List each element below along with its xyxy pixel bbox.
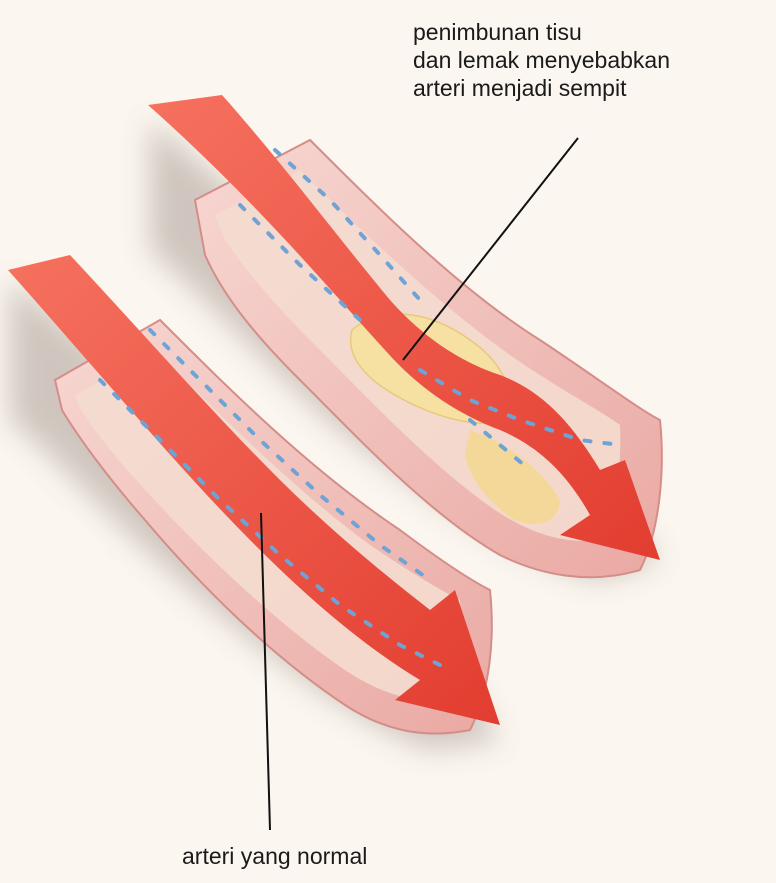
narrowed-label-line-2: dan lemak menyebabkan xyxy=(413,46,670,74)
narrowed-artery-label: penimbunan tisu dan lemak menyebabkan ar… xyxy=(413,18,670,102)
narrowed-label-line-1: penimbunan tisu xyxy=(413,18,670,46)
normal-artery-label: arteri yang normal xyxy=(182,842,367,870)
narrowed-label-line-3: arteri menjadi sempit xyxy=(413,74,670,102)
